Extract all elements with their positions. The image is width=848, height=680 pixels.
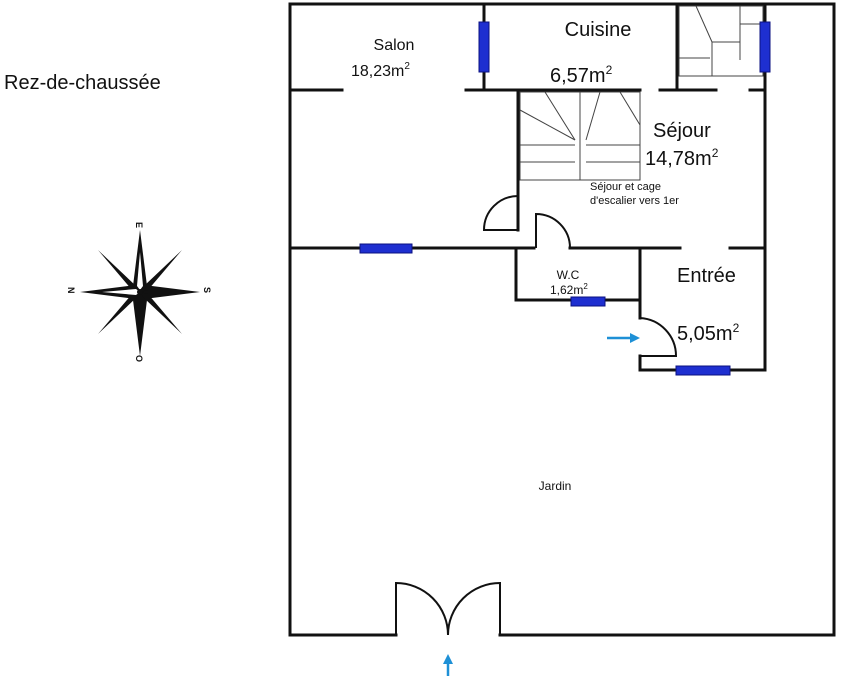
staircase <box>519 5 764 181</box>
interior-walls <box>288 2 767 372</box>
jardin-name: Jardin <box>539 479 572 493</box>
cuisine-name: Cuisine <box>565 19 632 41</box>
entree-area: 5,05m2 <box>677 321 740 345</box>
entry-arrow-entree-icon <box>607 333 640 343</box>
sejour-note-line2: d'escalier vers 1er <box>590 195 679 207</box>
level-title: Rez-de-chaussée <box>4 72 161 94</box>
compass-rose-icon <box>80 230 200 356</box>
compass-n-label: N <box>66 287 76 294</box>
windows <box>359 21 771 376</box>
salon-area: 18,23m2 <box>351 61 410 80</box>
sejour-note-line1: Séjour et cage <box>590 181 661 193</box>
salon-name: Salon <box>374 37 415 54</box>
wc-area: 1,62m2 <box>550 282 588 297</box>
compass-o-label: O <box>134 355 144 362</box>
doors <box>395 195 678 636</box>
compass-s-label: S <box>202 287 212 293</box>
entry-arrow-garden-icon <box>443 654 453 676</box>
outer-walls <box>288 2 836 637</box>
cuisine-area: 6,57m2 <box>550 63 613 87</box>
wc-name: W.C <box>557 268 580 282</box>
compass-e-label: E <box>134 222 144 228</box>
entree-name: Entrée <box>677 265 736 287</box>
sejour-name: Séjour <box>653 120 711 142</box>
sejour-area: 14,78m2 <box>645 146 719 170</box>
